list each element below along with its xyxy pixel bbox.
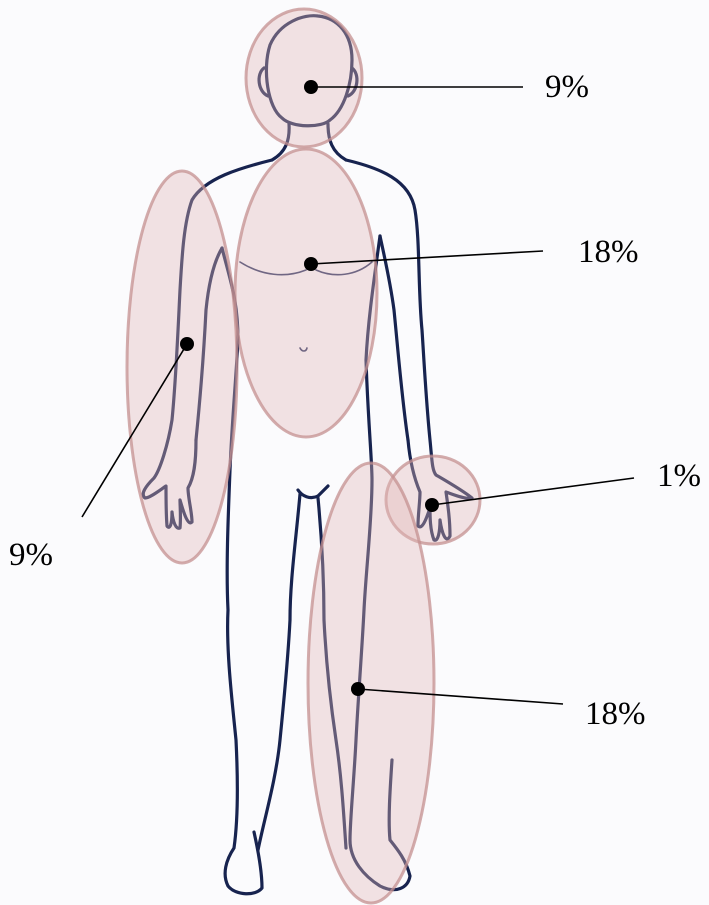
region-arm bbox=[127, 171, 237, 563]
dot-leg bbox=[351, 682, 365, 696]
label-leg-percent: 18% bbox=[585, 698, 646, 731]
dot-trunk bbox=[304, 257, 318, 271]
label-head-percent: 9% bbox=[545, 71, 589, 104]
label-arm-percent: 9% bbox=[9, 539, 53, 572]
dot-hand bbox=[425, 498, 439, 512]
region-leg bbox=[308, 463, 434, 903]
label-trunk-percent: 18% bbox=[578, 236, 639, 269]
regions bbox=[127, 9, 480, 903]
label-hand-percent: 1% bbox=[657, 460, 701, 493]
region-trunk bbox=[235, 149, 377, 437]
dot-head bbox=[304, 80, 318, 94]
dot-arm bbox=[180, 337, 194, 351]
region-head bbox=[246, 9, 362, 147]
